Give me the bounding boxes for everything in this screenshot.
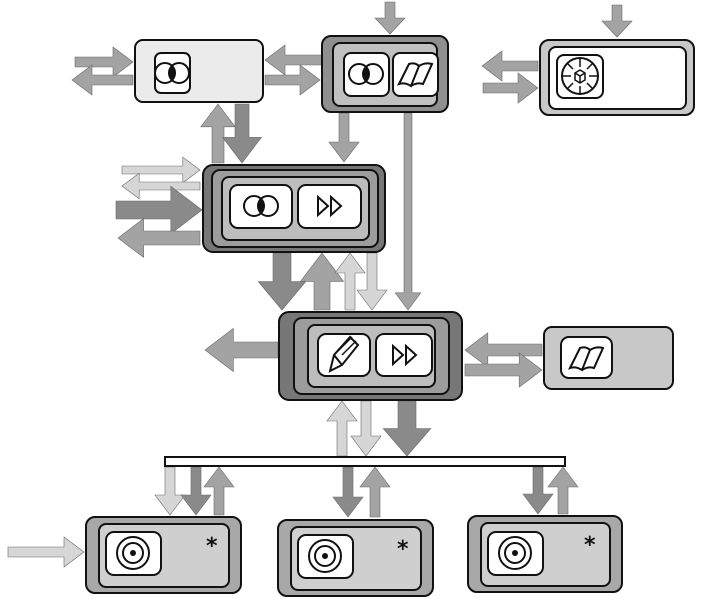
flow-arrow <box>117 217 201 259</box>
flow-arrow <box>522 466 554 515</box>
flow-arrow <box>180 466 212 516</box>
flow-arrow <box>547 466 579 515</box>
target-node-3[interactable]: * <box>467 515 623 593</box>
node-f[interactable] <box>543 326 674 390</box>
flow-arrow <box>601 4 633 38</box>
flow-arrow <box>74 46 134 78</box>
node-a[interactable] <box>134 39 264 103</box>
target-mark: * <box>584 533 596 558</box>
flow-arrow <box>332 466 364 518</box>
flow-arrow <box>356 252 388 311</box>
flow-arrow <box>328 112 360 163</box>
flow-arrow <box>7 536 85 568</box>
flow-arrow <box>326 400 358 457</box>
distribution-bus <box>164 456 566 467</box>
target-node-2[interactable]: * <box>277 519 434 597</box>
flow-arrow <box>394 112 422 311</box>
target-node-1[interactable]: * <box>85 516 242 594</box>
flow-arrow <box>200 103 236 164</box>
node-b[interactable] <box>321 35 449 113</box>
flow-arrow <box>482 72 539 104</box>
flow-arrow <box>115 185 203 235</box>
flow-arrow <box>481 50 539 82</box>
flow-arrow <box>464 352 543 388</box>
node-d[interactable] <box>202 164 386 253</box>
flow-arrow <box>257 252 307 311</box>
flow-arrow <box>121 172 201 200</box>
flow-arrow <box>221 103 263 164</box>
arrows-layer <box>7 1 633 568</box>
flow-arrow <box>264 44 323 76</box>
flow-arrow <box>359 466 391 518</box>
flow-arrow <box>121 156 201 184</box>
flow-arrow <box>350 400 382 457</box>
target-mark: * <box>397 537 409 562</box>
flow-arrow <box>204 327 279 373</box>
compress-cube-icon <box>561 57 599 95</box>
flow-arrow <box>374 1 406 35</box>
flow-arrow <box>334 252 366 311</box>
flow-arrow <box>154 466 186 516</box>
target-mark: * <box>206 534 218 559</box>
flow-arrow <box>464 332 543 368</box>
node-c[interactable] <box>539 39 695 116</box>
flow-arrow <box>264 64 321 96</box>
flow-arrow <box>71 64 134 96</box>
flow-arrow <box>299 252 345 311</box>
flow-arrow <box>203 466 235 516</box>
node-e[interactable] <box>278 311 463 401</box>
flow-arrow <box>382 400 432 457</box>
